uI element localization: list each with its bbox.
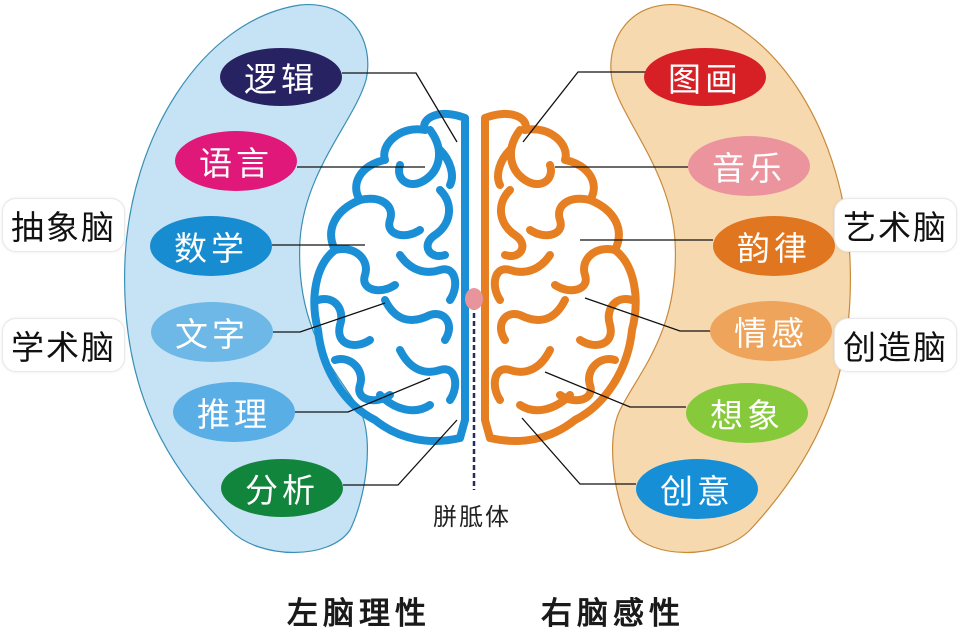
oval-logic-label: 逻辑 — [244, 60, 318, 99]
side-label-abstract-brain: 抽象脑 — [2, 198, 125, 252]
oval-math: 数学 — [150, 216, 272, 276]
left-connectors — [272, 72, 458, 486]
oval-language: 语言 — [175, 131, 297, 191]
oval-rhythm: 韵律 — [713, 216, 835, 276]
oval-analysis-label: 分析 — [245, 471, 319, 510]
oval-drawing: 图画 — [644, 48, 766, 106]
oval-emotion: 情感 — [710, 301, 832, 361]
oval-rhythm-label: 韵律 — [737, 229, 811, 268]
oval-imagination: 想象 — [686, 383, 808, 443]
oval-music-label: 音乐 — [712, 149, 786, 188]
oval-language-label: 语言 — [199, 144, 273, 183]
left-brain-icon — [310, 109, 469, 445]
oval-drawing-label: 图画 — [668, 60, 742, 99]
oval-creativity: 创意 — [636, 459, 758, 519]
side-label-academic-brain: 学术脑 — [2, 318, 125, 372]
side-label-creative-brain: 创造脑 — [834, 318, 957, 372]
right-brain-footer: 右脑感性 — [541, 596, 685, 632]
side-label-art-brain: 艺术脑 — [834, 198, 957, 252]
oval-writing: 文字 — [151, 302, 273, 362]
right-brain-icon — [481, 109, 640, 445]
oval-creativity-label: 创意 — [660, 472, 734, 511]
oval-imagination-label: 想象 — [710, 396, 784, 435]
oval-analysis: 分析 — [221, 459, 343, 517]
corpus-callosum-dot — [465, 288, 483, 310]
oval-music: 音乐 — [688, 136, 810, 196]
oval-logic: 逻辑 — [220, 48, 342, 106]
oval-reasoning: 推理 — [173, 382, 295, 442]
oval-math-label: 数学 — [174, 229, 248, 268]
left-brain-footer: 左脑理性 — [287, 596, 431, 632]
corpus-callosum-label: 胼胝体 — [433, 503, 511, 531]
oval-writing-label: 文字 — [175, 315, 249, 354]
oval-emotion-label: 情感 — [734, 314, 808, 353]
oval-reasoning-label: 推理 — [197, 395, 271, 434]
right-connectors — [521, 71, 713, 485]
